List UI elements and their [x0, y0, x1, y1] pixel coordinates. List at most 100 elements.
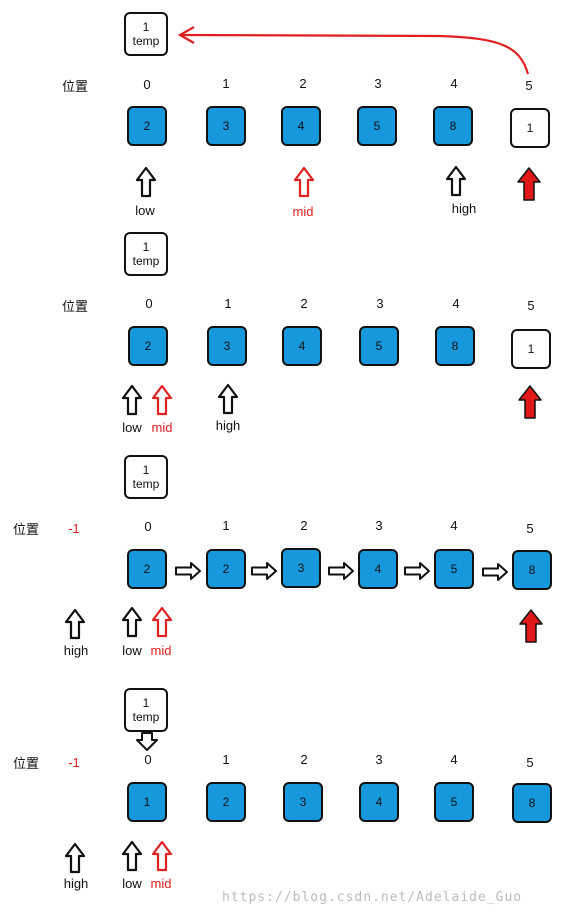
- index-label: 4: [450, 76, 458, 91]
- array-cell: 2: [127, 549, 167, 589]
- low-label: low: [122, 420, 142, 435]
- high-pointer-arrow: [64, 842, 86, 874]
- shift-arrow: [175, 562, 201, 580]
- array-cell: 8: [435, 326, 475, 366]
- temp-box: 1 temp: [124, 688, 168, 732]
- low-label: low: [122, 643, 142, 658]
- watermark: https://blog.csdn.net/Adelaide_Guo: [222, 890, 523, 905]
- index-label: 2: [300, 518, 308, 533]
- index-label: 2: [299, 76, 307, 91]
- mid-label: mid: [150, 643, 172, 658]
- index-label: 0: [143, 77, 151, 92]
- index-label: 1: [222, 752, 230, 767]
- mid-label: mid: [292, 204, 314, 219]
- array-cell: 3: [207, 326, 247, 366]
- shift-arrow: [328, 562, 354, 580]
- low-pointer-arrow: [135, 166, 157, 198]
- temp-value: 1: [142, 20, 150, 34]
- array-cell: 8: [433, 106, 473, 146]
- index-label: 3: [374, 76, 382, 91]
- index-label: 4: [450, 518, 458, 533]
- current-element-arrow: [518, 385, 542, 419]
- mid-pointer-arrow: [151, 384, 173, 416]
- shift-arrow: [482, 563, 508, 581]
- array-cell: 2: [206, 549, 246, 589]
- array-cell: 3: [206, 106, 246, 146]
- array-cell: 4: [358, 549, 398, 589]
- array-cell: 8: [512, 550, 552, 590]
- temp-label: temp: [132, 477, 160, 491]
- index-label: 2: [300, 752, 308, 767]
- temp-value: 1: [142, 696, 150, 710]
- index-label: 0: [145, 296, 153, 311]
- index-label: 3: [375, 752, 383, 767]
- mid-pointer-arrow: [151, 840, 173, 872]
- array-cell: 1: [511, 329, 551, 369]
- index-label: 4: [452, 296, 460, 311]
- index-label-minus-one: -1: [68, 755, 80, 770]
- position-label: 位置: [62, 299, 89, 314]
- index-label: 0: [144, 519, 152, 534]
- index-label: 3: [375, 518, 383, 533]
- high-label: high: [63, 643, 89, 658]
- position-label: 位置: [13, 522, 40, 537]
- shift-arrow: [404, 562, 430, 580]
- temp-box: 1 temp: [124, 455, 168, 499]
- array-cell: 2: [127, 106, 167, 146]
- array-cell: 5: [434, 549, 474, 589]
- high-label: high: [451, 201, 477, 216]
- mid-pointer-arrow: [293, 166, 315, 198]
- low-pointer-arrow: [121, 606, 143, 638]
- array-cell: 4: [282, 326, 322, 366]
- shift-arrow: [251, 562, 277, 580]
- index-label: 2: [300, 296, 308, 311]
- low-label: low: [135, 203, 155, 218]
- temp-value: 1: [142, 463, 150, 477]
- move-to-temp-arrow: [181, 33, 530, 75]
- low-pointer-arrow: [121, 840, 143, 872]
- temp-down-arrow: [136, 732, 158, 751]
- array-cell: 4: [359, 782, 399, 822]
- array-cell: 2: [128, 326, 168, 366]
- temp-value: 1: [142, 240, 150, 254]
- array-cell: 3: [281, 548, 321, 588]
- temp-label: temp: [132, 710, 160, 724]
- index-label: 1: [224, 296, 232, 311]
- position-label: 位置: [62, 79, 89, 94]
- high-label: high: [63, 876, 89, 891]
- index-label: 5: [527, 298, 535, 313]
- temp-box: 1 temp: [124, 232, 168, 276]
- high-label: high: [215, 418, 241, 433]
- low-pointer-arrow: [121, 384, 143, 416]
- index-label-minus-one: -1: [68, 521, 80, 536]
- array-cell: 8: [512, 783, 552, 823]
- high-pointer-arrow: [217, 383, 239, 415]
- array-cell: 5: [434, 782, 474, 822]
- index-label: 5: [526, 521, 534, 536]
- array-cell: 5: [359, 326, 399, 366]
- mid-label: mid: [150, 876, 172, 891]
- array-cell: 1: [127, 782, 167, 822]
- index-label: 3: [376, 296, 384, 311]
- temp-label: temp: [132, 34, 160, 48]
- index-label: 5: [526, 755, 534, 770]
- array-cell: 4: [281, 106, 321, 146]
- temp-box: 1 temp: [124, 12, 168, 56]
- low-label: low: [122, 876, 142, 891]
- index-label: 4: [450, 752, 458, 767]
- index-label: 1: [222, 518, 230, 533]
- index-label: 0: [144, 752, 152, 767]
- mid-pointer-arrow: [151, 606, 173, 638]
- high-pointer-arrow: [445, 165, 467, 197]
- index-label: 1: [222, 76, 230, 91]
- current-element-arrow: [517, 167, 541, 201]
- mid-label: mid: [151, 420, 173, 435]
- array-cell: 1: [510, 108, 550, 148]
- array-cell: 5: [357, 106, 397, 146]
- position-label: 位置: [13, 756, 40, 771]
- array-cell: 2: [206, 782, 246, 822]
- temp-label: temp: [132, 254, 160, 268]
- move-to-temp-arrowhead: [177, 26, 195, 44]
- array-cell: 3: [283, 782, 323, 822]
